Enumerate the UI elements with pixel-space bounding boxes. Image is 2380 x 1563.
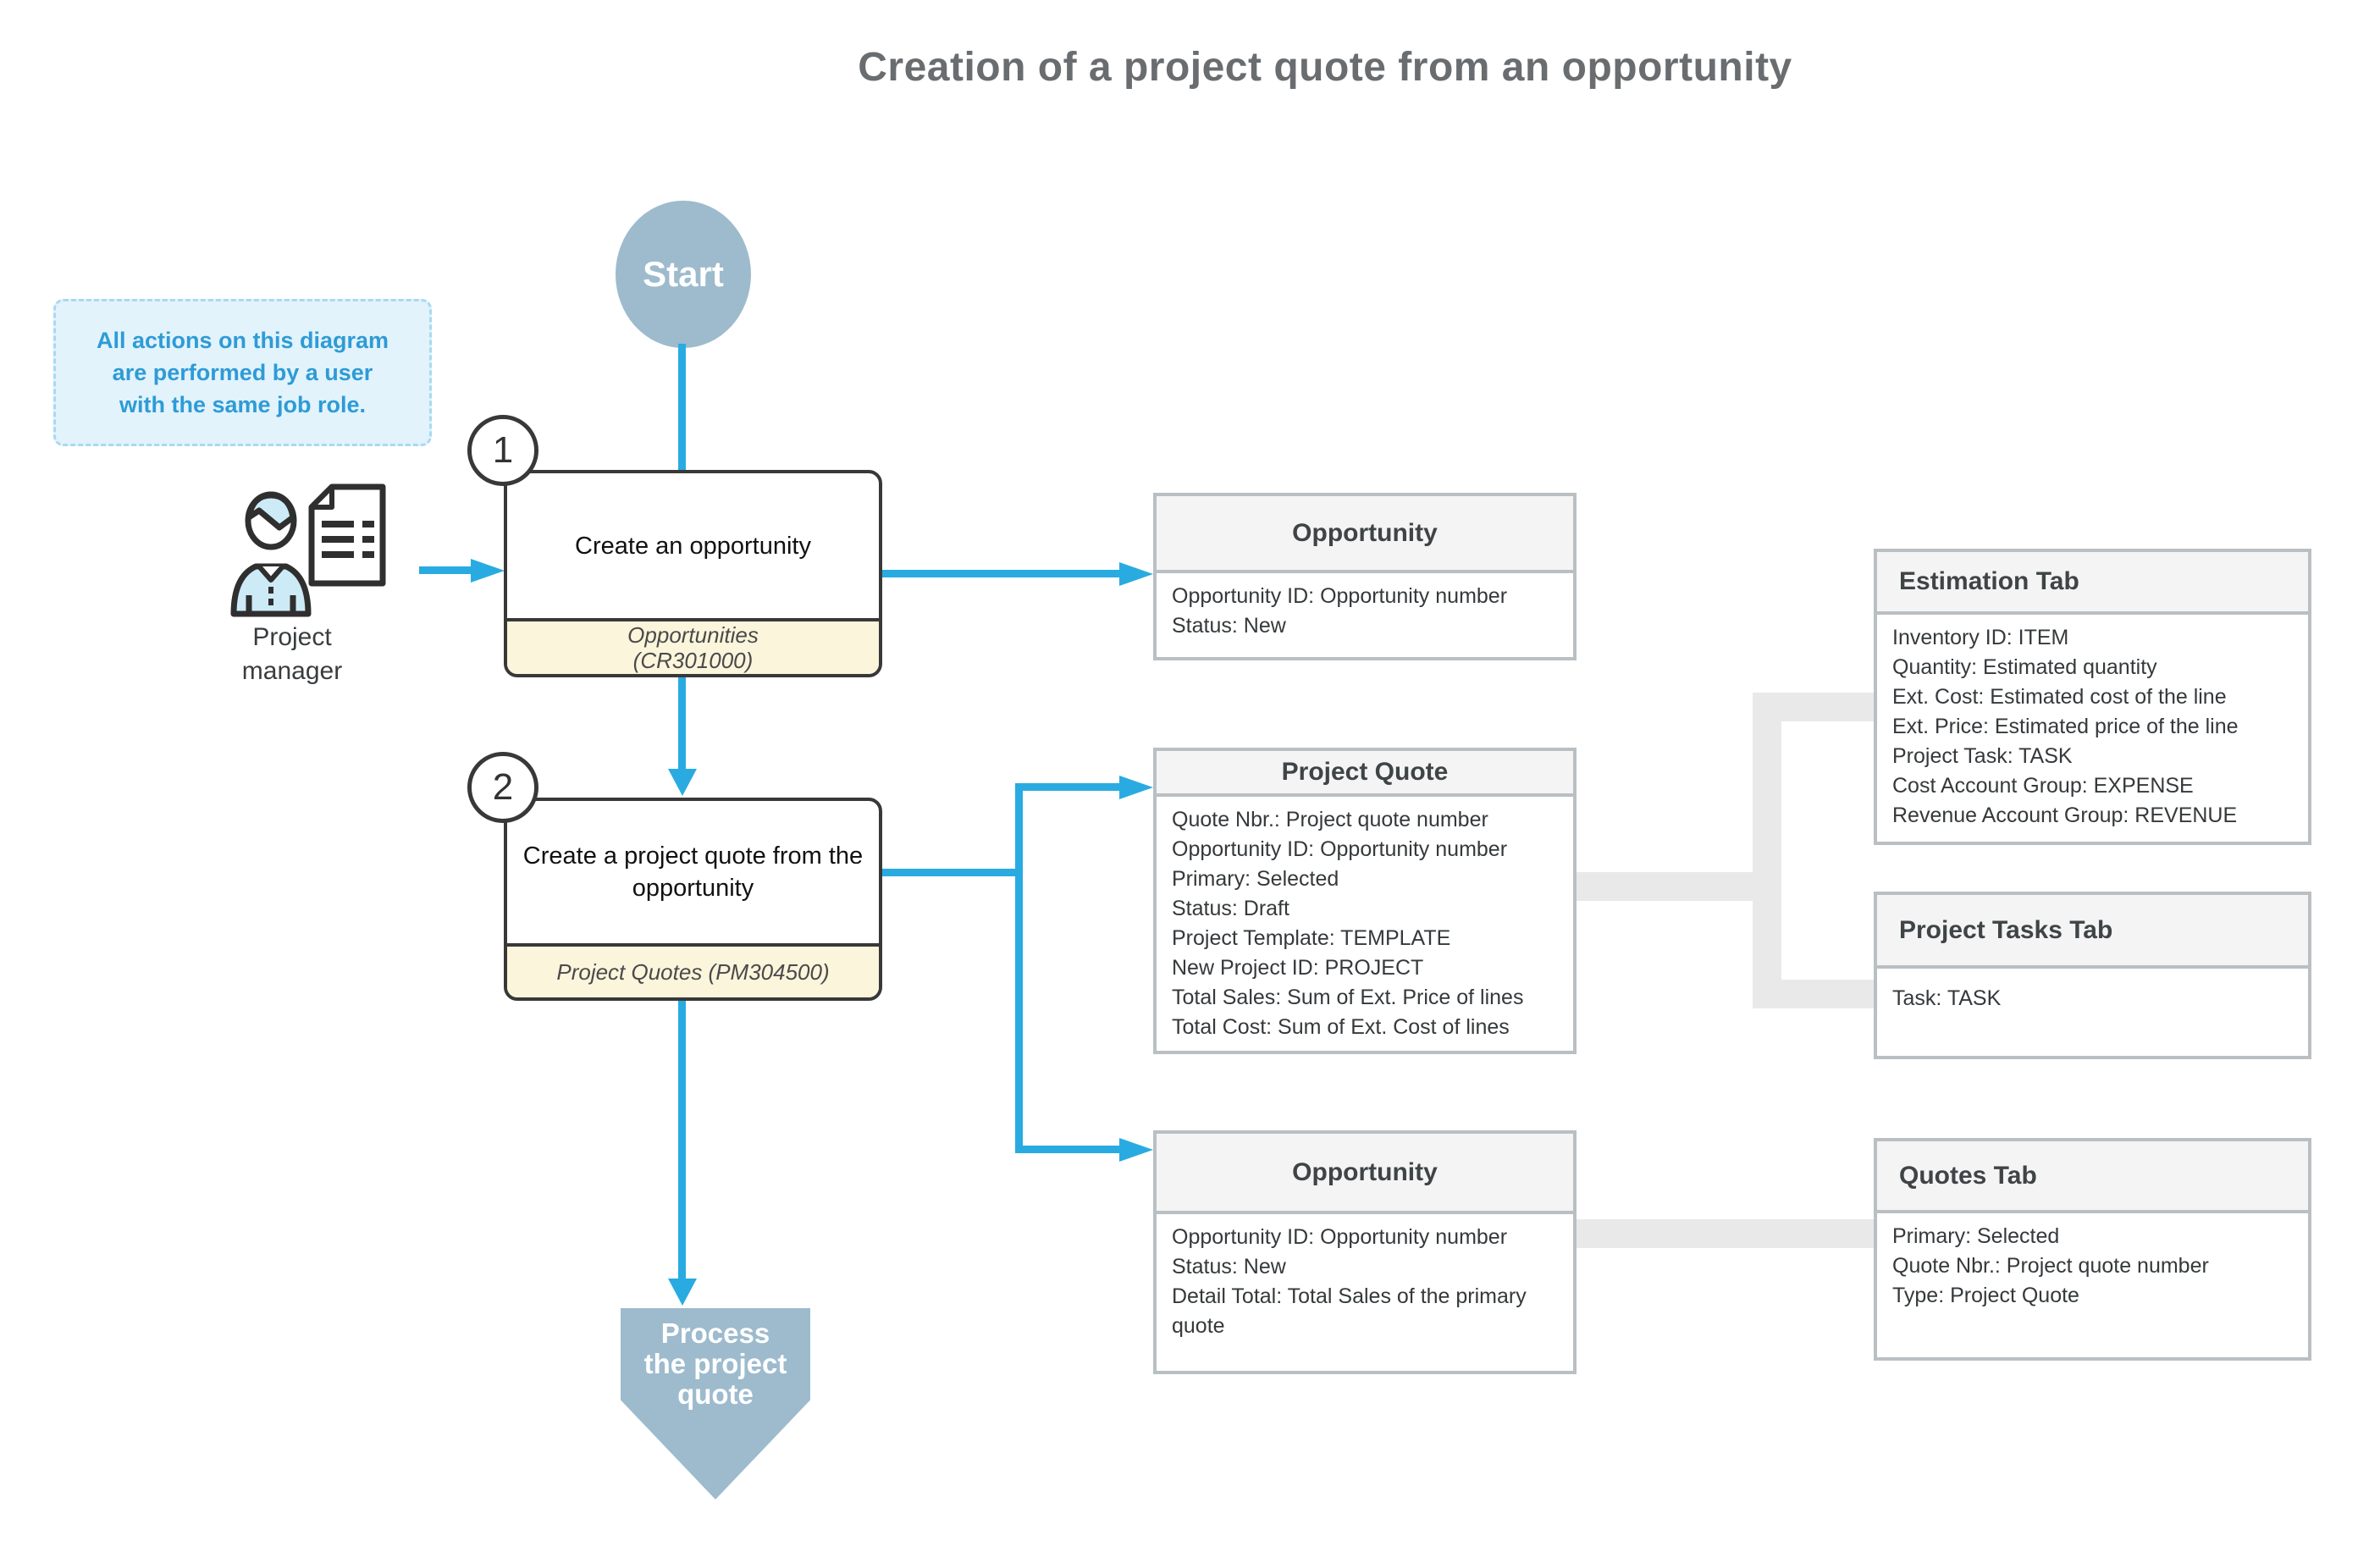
- arrowhead-step1-to-opportunity: [1119, 562, 1153, 586]
- connector-start-to-step1: [678, 344, 686, 472]
- connector-step2-stub: [882, 869, 1023, 876]
- step-1-screen: Opportunities (CR301000): [507, 618, 879, 674]
- step-1-label: Create an opportunity: [575, 532, 811, 560]
- tab-project-tasks-title: Project Tasks Tab: [1877, 895, 2308, 969]
- tab-estimation: Estimation Tab Inventory ID: ITEM Quanti…: [1874, 549, 2311, 845]
- connector-project-quote-to-tabs: [1564, 872, 1767, 901]
- tab-quotes-title: Quotes Tab: [1877, 1141, 2308, 1213]
- connector-opportunity-to-quotes-tab: [1564, 1219, 1874, 1248]
- connector-step2-to-project-quote: [1023, 783, 1123, 791]
- arrowhead-step1-to-step2: [668, 769, 697, 796]
- arrowhead-step2-to-project-quote: [1119, 776, 1153, 799]
- note-box: All actions on this diagram are performe…: [53, 299, 432, 446]
- connector-tabs-riser: [1753, 693, 1781, 1008]
- connector-step2-riser: [1015, 783, 1023, 1153]
- arrowhead-step2-to-opportunity-b: [1119, 1138, 1153, 1162]
- entity-opportunity-a: Opportunity Opportunity ID: Opportunity …: [1153, 493, 1577, 660]
- step-2-number: 2: [492, 766, 514, 808]
- entity-opportunity-b-fields: Opportunity ID: Opportunity number Statu…: [1172, 1225, 1527, 1338]
- entity-project-quote: Project Quote Quote Nbr.: Project quote …: [1153, 748, 1577, 1054]
- entity-opportunity-b: Opportunity Opportunity ID: Opportunity …: [1153, 1130, 1577, 1374]
- entity-project-quote-title: Project Quote: [1157, 751, 1573, 797]
- connector-step2-to-opportunity-b: [1023, 1146, 1123, 1153]
- page-title: Creation of a project quote from an oppo…: [858, 45, 1792, 90]
- step-1-box: Create an opportunity Opportunities (CR3…: [504, 470, 882, 677]
- arrowhead-step2-to-end: [668, 1279, 697, 1306]
- connector-step1-to-step2: [678, 676, 686, 770]
- step-1-badge: 1: [467, 415, 538, 486]
- connector-to-project-tasks-tab: [1767, 980, 1874, 1008]
- tab-estimation-title: Estimation Tab: [1877, 552, 2308, 615]
- connector-step1-to-opportunity: [882, 570, 1123, 577]
- tab-project-tasks: Project Tasks Tab Task: TASK: [1874, 892, 2311, 1059]
- tab-project-tasks-fields: Task: TASK: [1892, 986, 2002, 1010]
- person-icon: [230, 491, 312, 617]
- document-icon: [308, 483, 386, 587]
- connector-to-estimation-tab: [1767, 693, 1874, 721]
- entity-opportunity-a-title: Opportunity: [1157, 496, 1573, 573]
- tab-quotes: Quotes Tab Primary: Selected Quote Nbr.:…: [1874, 1138, 2311, 1361]
- tab-quotes-fields: Primary: Selected Quote Nbr.: Project qu…: [1892, 1224, 2209, 1307]
- entity-opportunity-b-title: Opportunity: [1157, 1134, 1573, 1214]
- actor-label: Project manager: [241, 623, 343, 685]
- entity-opportunity-a-fields: Opportunity ID: Opportunity number Statu…: [1172, 584, 1508, 638]
- step-2-badge: 2: [467, 752, 538, 823]
- step-1-number: 1: [492, 429, 514, 471]
- end-node: Process the project quote: [621, 1308, 810, 1499]
- arrowhead-actor-to-step1: [471, 559, 505, 583]
- step-2-screen: Project Quotes (PM304500): [507, 943, 879, 997]
- tab-estimation-fields: Inventory ID: ITEM Quantity: Estimated q…: [1892, 626, 2239, 827]
- entity-project-quote-fields: Quote Nbr.: Project quote number Opportu…: [1172, 808, 1524, 1039]
- step-2-box: Create a project quote from the opportun…: [504, 798, 882, 1001]
- connector-step2-to-end: [678, 1001, 686, 1280]
- step-2-label: Create a project quote from the opportun…: [522, 842, 864, 902]
- connector-actor-to-step1: [419, 566, 475, 574]
- start-node: Start: [616, 201, 751, 348]
- project-manager-icon: [227, 477, 392, 619]
- start-label: Start: [643, 254, 724, 294]
